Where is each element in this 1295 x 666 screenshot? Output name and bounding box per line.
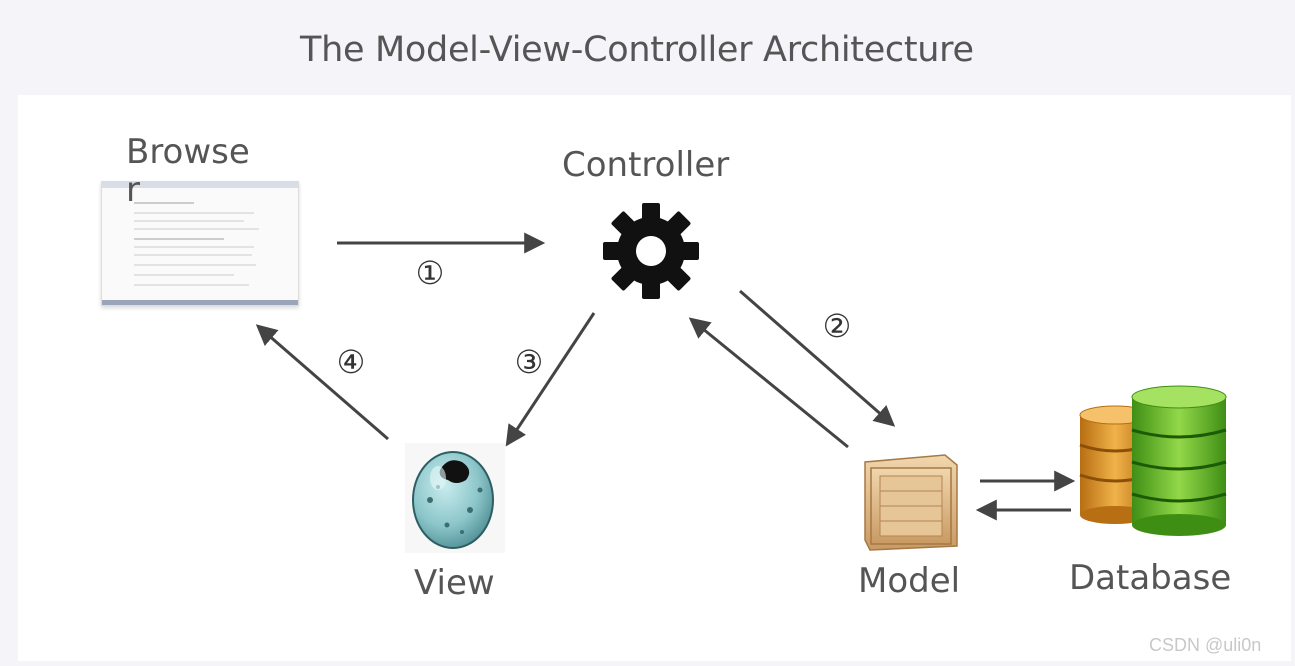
database-cylinders-icon bbox=[1079, 385, 1227, 536]
arrow-controller-to-model bbox=[739, 289, 896, 427]
watermark: CSDN @uli0n bbox=[1149, 635, 1262, 655]
step-4-label: ④ bbox=[337, 343, 366, 381]
egg-icon bbox=[405, 443, 505, 553]
gear-icon bbox=[603, 203, 699, 299]
arrow-controller-to-view bbox=[505, 312, 596, 447]
browser-screenshot-icon bbox=[101, 181, 299, 306]
step-1-label: ① bbox=[416, 254, 445, 292]
step-3-label: ③ bbox=[515, 343, 544, 381]
database-label: Database bbox=[1069, 558, 1232, 598]
diagram-title: The Model-View-Controller Architecture bbox=[300, 30, 974, 70]
title-band bbox=[0, 0, 1295, 95]
view-label: View bbox=[414, 563, 495, 603]
model-label: Model bbox=[858, 561, 961, 601]
crate-icon bbox=[864, 454, 958, 551]
browser-label: Browse r bbox=[126, 132, 250, 210]
arrow-view-to-browser bbox=[255, 324, 389, 441]
step-2-label: ② bbox=[823, 307, 852, 345]
controller-label: Controller bbox=[562, 145, 730, 185]
arrow-model-to-controller bbox=[688, 317, 849, 449]
